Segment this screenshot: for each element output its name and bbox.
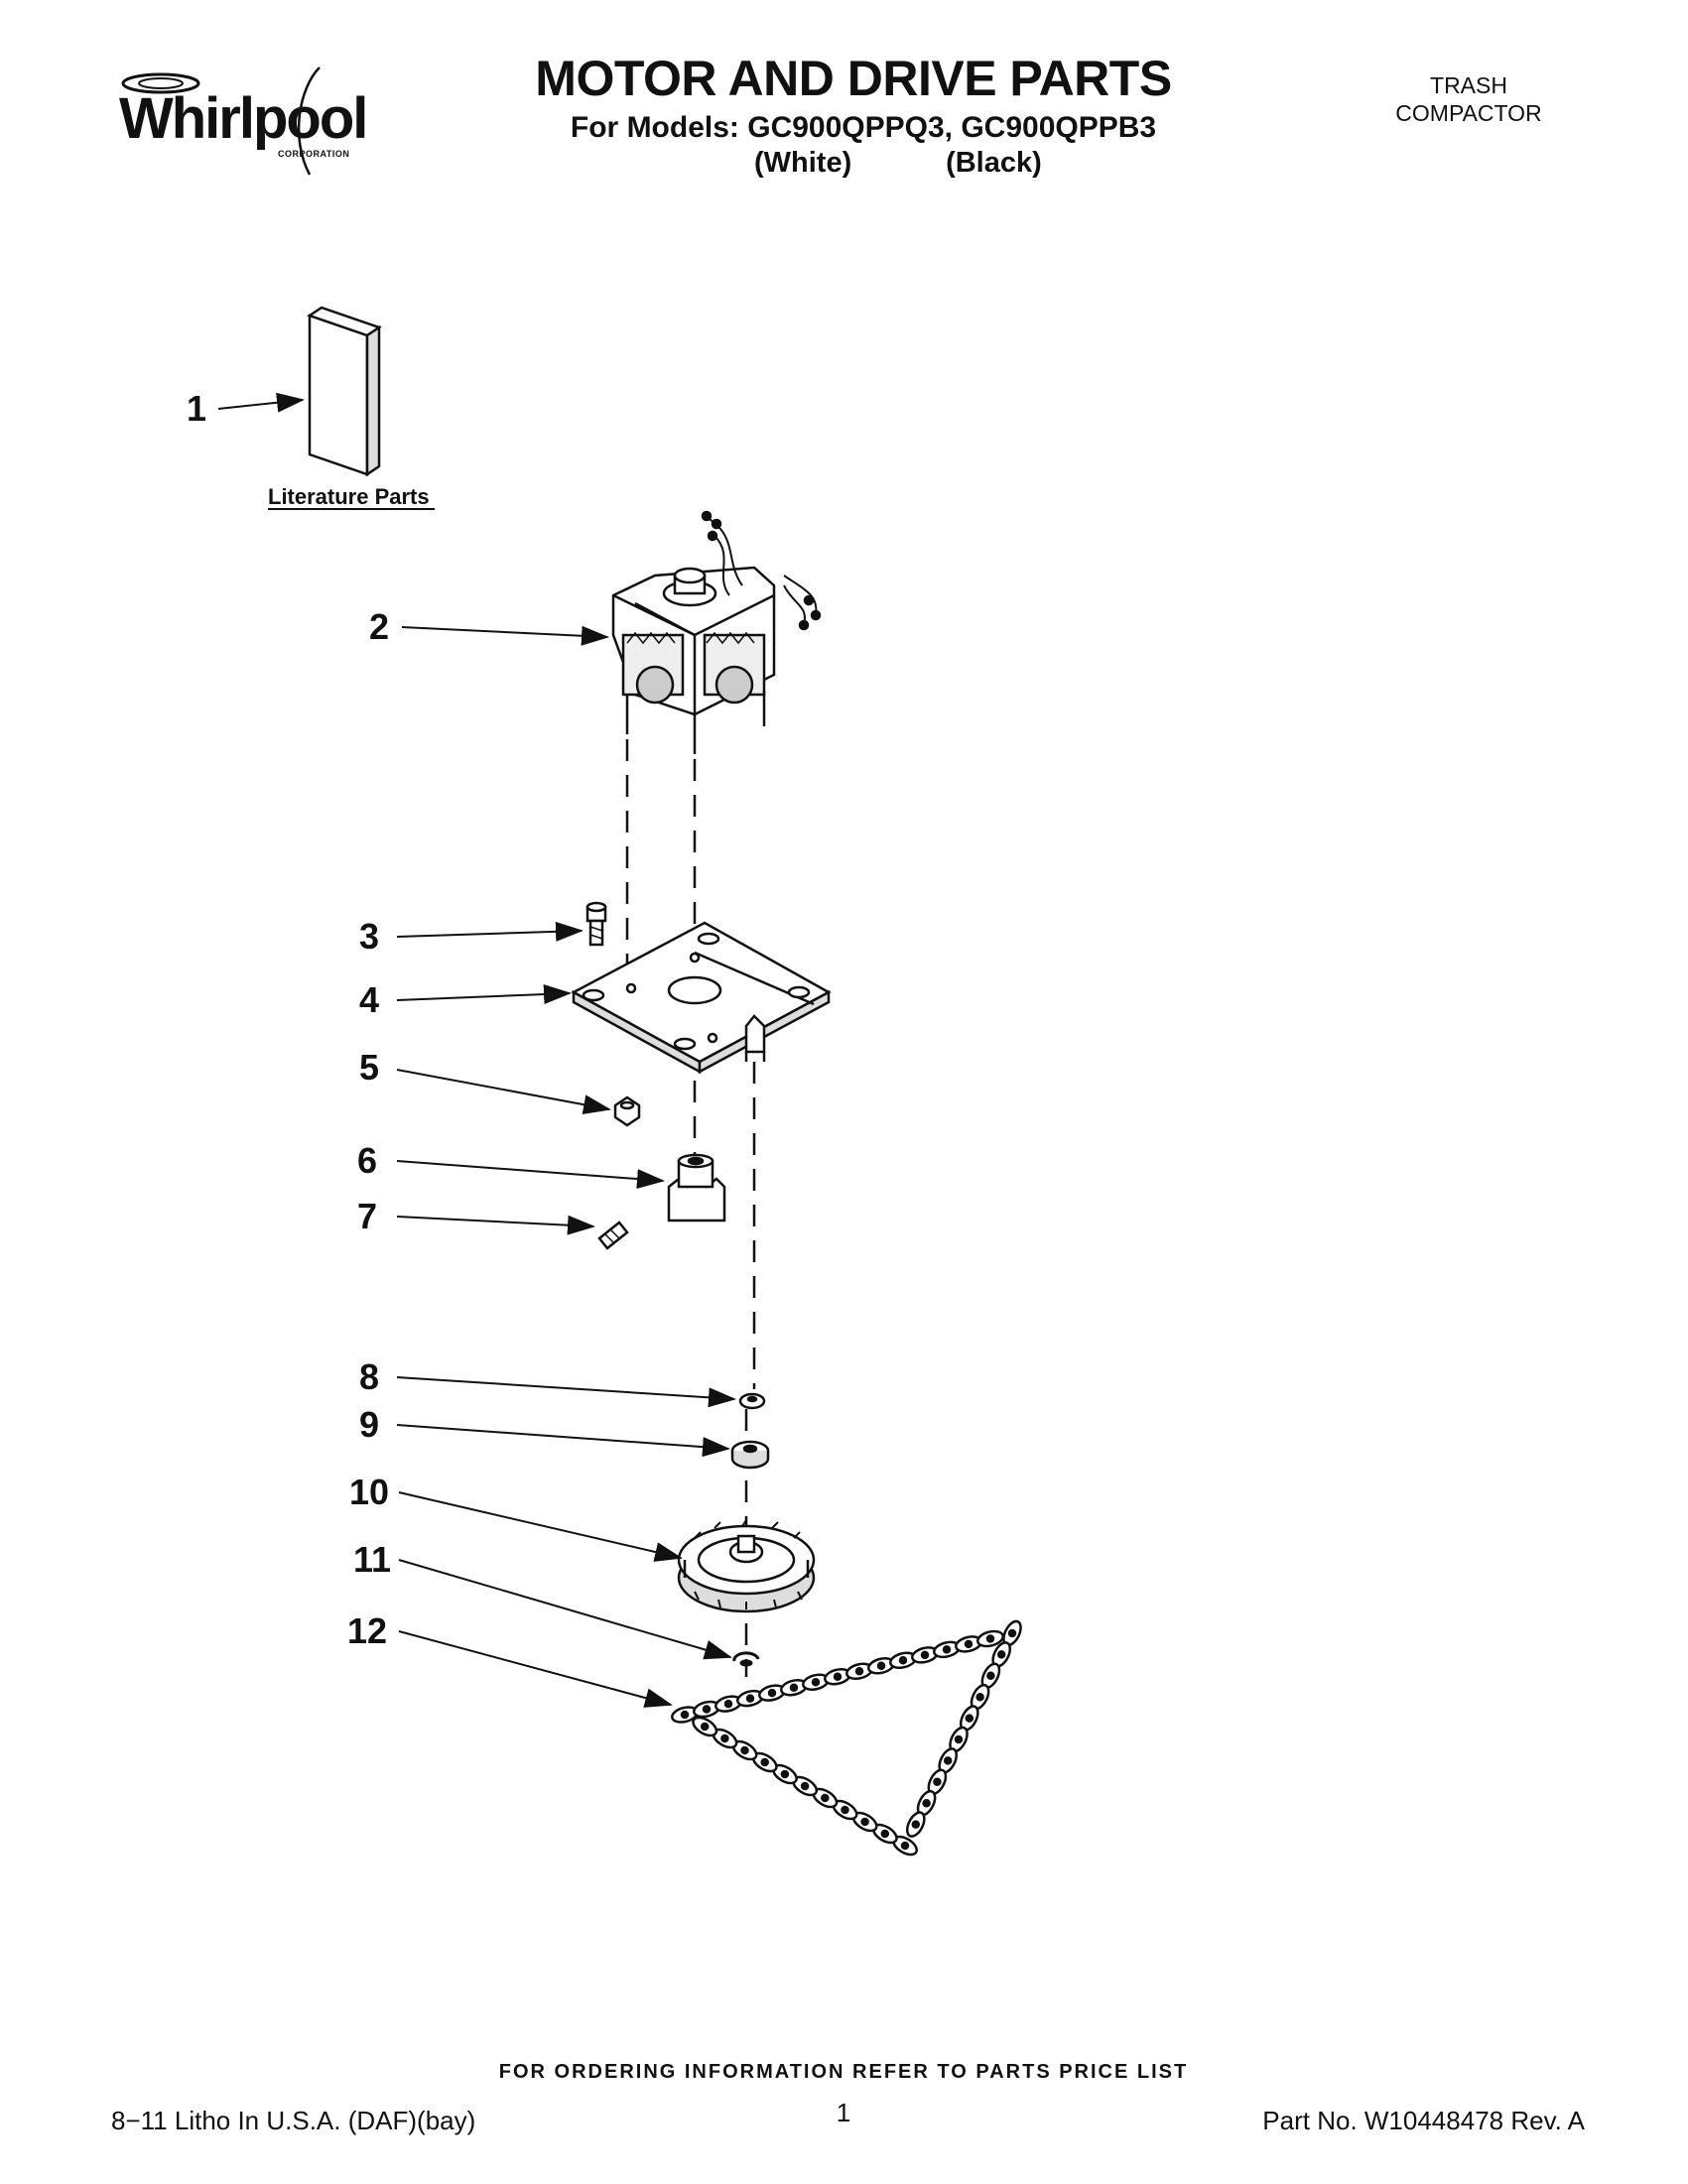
callout-1: 1 <box>187 388 206 429</box>
chain-pin <box>964 1639 974 1649</box>
chain-pin <box>900 1841 910 1851</box>
chain-pin <box>811 1677 821 1687</box>
callout-4: 4 <box>359 979 379 1020</box>
model-variants: (White) (Black) <box>754 147 1211 180</box>
chain-pin <box>876 1661 886 1671</box>
callout-7: 7 <box>357 1196 377 1236</box>
models-line: For Models: GC900QPPQ3, GC900QPPB3 <box>570 111 1157 144</box>
leader-lines <box>217 392 736 1708</box>
retaining-ring <box>732 1651 760 1667</box>
screw <box>585 901 607 947</box>
chain-pin <box>911 1820 921 1829</box>
product-line-1: TRASH <box>1430 72 1507 98</box>
callout-2: 2 <box>369 606 389 647</box>
callout-8: 8 <box>359 1356 379 1397</box>
chain-pin <box>854 1667 864 1676</box>
chain-pin <box>841 1805 849 1815</box>
callout-9: 9 <box>359 1404 379 1445</box>
chain-pin <box>985 1634 995 1643</box>
chain-pin <box>780 1769 790 1779</box>
motor <box>611 510 822 754</box>
chain-pin <box>975 1692 984 1702</box>
chain-pin <box>745 1694 755 1703</box>
logo-swirl-icon <box>121 66 321 176</box>
drive-chain <box>671 1619 1022 1857</box>
chain-pin <box>702 1705 712 1714</box>
literature-parts-label: Literature Parts <box>268 484 430 509</box>
product-line-2: COMPACTOR <box>1395 100 1542 126</box>
literature-booklet <box>307 306 382 477</box>
chain-pin <box>821 1793 830 1803</box>
chain-pin <box>720 1734 729 1743</box>
chain-pin <box>933 1777 942 1787</box>
chain-pin <box>767 1688 777 1698</box>
chain-pin <box>996 1650 1006 1659</box>
chain-pin <box>986 1671 995 1681</box>
logo-corporation-text: CORPORATION <box>278 149 350 159</box>
chain-pin <box>880 1829 890 1839</box>
page-title: MOTOR AND DRIVE PARTS <box>535 51 1172 106</box>
chain-pin <box>723 1699 733 1709</box>
sprocket <box>677 1519 816 1613</box>
callout-10: 10 <box>349 1472 389 1512</box>
whirlpool-logo: Whirlpool CORPORATION <box>111 58 379 177</box>
bearing-washer <box>730 1440 770 1470</box>
chain-pin <box>965 1714 974 1723</box>
chain-pin <box>680 1710 690 1720</box>
chain-pin <box>800 1781 810 1791</box>
logo-wordmark: Whirlpool <box>119 86 368 151</box>
variant-white: (White) <box>754 147 852 179</box>
chain-pin <box>898 1656 908 1665</box>
chain-pin <box>789 1683 799 1692</box>
litho-info: 8−11 Litho In U.S.A. (DAF)(bay) <box>111 2106 476 2135</box>
chain-pin <box>860 1817 869 1827</box>
chain-pin <box>1007 1628 1017 1638</box>
ordering-note: FOR ORDERING INFORMATION REFER TO PARTS … <box>498 2061 1189 2083</box>
chain-pin <box>920 1650 930 1660</box>
callout-3: 3 <box>359 916 379 957</box>
part-number: Part No. W10448478 Rev. A <box>1262 2106 1585 2135</box>
chain-pin <box>942 1645 952 1654</box>
product-type: TRASH COMPACTOR <box>1320 71 1618 127</box>
chain-pin <box>700 1722 710 1732</box>
pinion-gear <box>667 1153 726 1222</box>
nut <box>613 1095 641 1127</box>
page-number: 1 <box>836 2098 851 2127</box>
chain-pin <box>922 1798 931 1808</box>
chain-pin <box>954 1734 964 1744</box>
small-washer <box>738 1392 766 1410</box>
variant-black: (Black) <box>946 147 1042 179</box>
callout-5: 5 <box>359 1047 379 1088</box>
callout-12: 12 <box>347 1610 387 1651</box>
mounting-plate <box>571 921 832 1075</box>
callout-6: 6 <box>357 1140 377 1181</box>
chain-pin <box>833 1672 843 1681</box>
callout-11: 11 <box>353 1539 391 1580</box>
set-screw <box>597 1220 629 1250</box>
chain-pin <box>760 1757 769 1767</box>
chain-pin <box>740 1745 749 1755</box>
chain-pin <box>943 1756 953 1765</box>
